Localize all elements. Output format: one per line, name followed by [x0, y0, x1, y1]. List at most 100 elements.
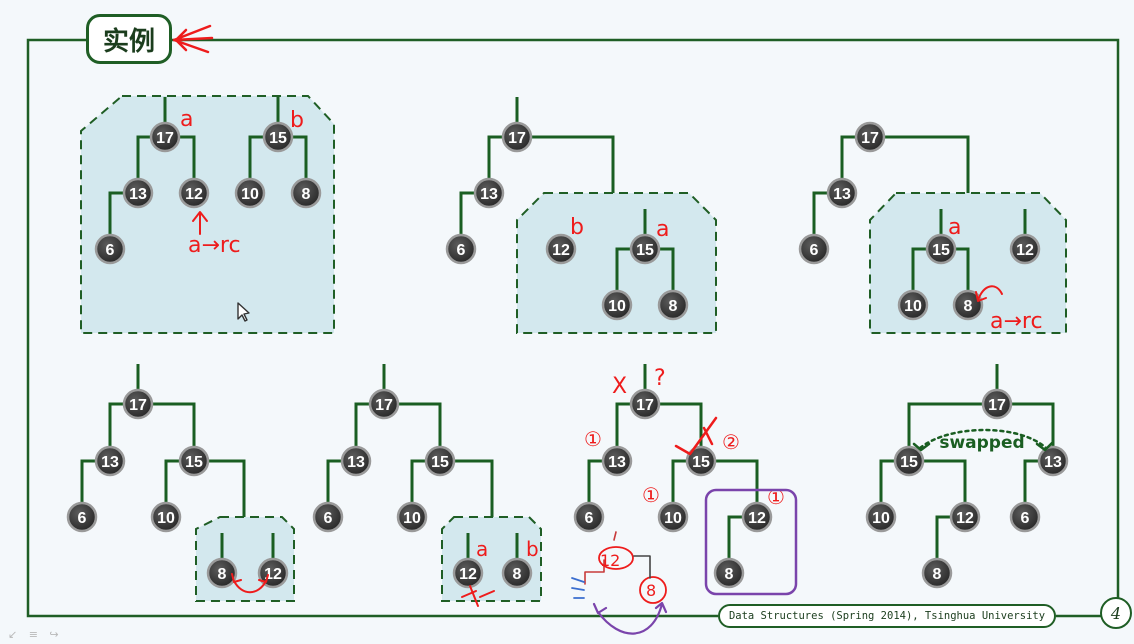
node-circle [893, 445, 925, 477]
node-key-label: 15 [900, 454, 918, 471]
node-key-label: 6 [1021, 510, 1030, 527]
page-number: 4 [1100, 597, 1132, 629]
node-key-label: 6 [78, 510, 87, 527]
node-key-label: 8 [669, 298, 678, 315]
step-6-sketch-8: 8 [646, 581, 656, 600]
step-5-label-a: a [476, 537, 488, 561]
node-circle [921, 557, 953, 589]
step-6-node-10: 10 [657, 501, 689, 533]
title-red-arrow-icon [172, 24, 214, 54]
node-circle [234, 177, 266, 209]
step-1-up-arrow-icon [192, 211, 208, 235]
node-circle [122, 177, 154, 209]
step-2-edge-to-box [517, 135, 615, 193]
slide-frame [26, 38, 1120, 618]
step-5-node-8: 8 [501, 557, 533, 589]
node-key-label: 10 [241, 186, 259, 203]
node-circle [1009, 233, 1041, 265]
node-key-label: 6 [457, 242, 466, 259]
step-1-node-13: 13 [122, 177, 154, 209]
step-1-node-15: 15 [262, 121, 294, 153]
node-key-label: 17 [988, 397, 1006, 414]
step-3-edge-to-box [870, 135, 970, 193]
node-circle [122, 388, 154, 420]
step-5-null-mark-icon [461, 585, 495, 607]
step-2-node-17: 17 [501, 121, 533, 153]
step-1-node-8: 8 [290, 177, 322, 209]
node-circle [629, 233, 661, 265]
step-2-node-6: 6 [445, 233, 477, 265]
node-key-label: 12 [956, 510, 974, 527]
step-6-edge [645, 402, 703, 461]
step-5-node-17: 17 [368, 388, 400, 420]
node-circle [657, 289, 689, 321]
node-circle [981, 388, 1013, 420]
slide-title: 实例 [86, 14, 172, 64]
node-circle [545, 233, 577, 265]
node-key-label: 8 [513, 566, 522, 583]
step-4-node-6: 6 [66, 501, 98, 533]
node-circle [262, 121, 294, 153]
step-6-sketch-8-circle [639, 576, 667, 604]
step-6-node-6: 6 [573, 501, 605, 533]
step-5-node-12: 12 [452, 557, 484, 589]
step-6-edge [701, 459, 759, 517]
step-7-node-6: 6 [1009, 501, 1041, 533]
step-3-label-a: a [948, 215, 961, 240]
node-circle [149, 121, 181, 153]
step-7-node-17: 17 [981, 388, 1013, 420]
node-circle [798, 233, 830, 265]
tree-nodes: 17 13 12 6 15 10 8 17 13 6 12 15 10 8 17 13 6 15 12 10 8 17 13… [66, 121, 1069, 589]
step-6-label-rank-13: ① [584, 427, 602, 451]
node-key-label: 12 [264, 566, 282, 583]
footer-caption: Data Structures (Spring 2014), Tsinghua … [718, 604, 1056, 628]
node-circle [501, 557, 533, 589]
node-circle [657, 501, 689, 533]
node-circle [601, 289, 633, 321]
step-6-label-rank-12: ① [767, 485, 785, 509]
node-circle [949, 501, 981, 533]
step-2-node-10: 10 [601, 289, 633, 321]
node-circle [854, 121, 886, 153]
node-circle [290, 177, 322, 209]
node-key-label: 10 [403, 510, 421, 527]
step-7-node-8: 8 [921, 557, 953, 589]
node-key-label: 10 [664, 510, 682, 527]
node-key-label: 17 [129, 397, 147, 414]
step-3-a-to-rc: a→rc [990, 309, 1043, 334]
node-key-label: 6 [810, 242, 819, 259]
node-key-label: 8 [964, 298, 973, 315]
step-7-node-15: 15 [893, 445, 925, 477]
step-5-node-6: 6 [312, 501, 344, 533]
node-key-label: 12 [1016, 242, 1034, 259]
node-circle [713, 557, 745, 589]
node-circle [952, 289, 984, 321]
slide-nav-controls[interactable]: ↙ ≡ ↪ [8, 628, 63, 641]
step-1-node-12: 12 [178, 177, 210, 209]
node-circle [206, 557, 238, 589]
step-7-edge [907, 402, 997, 461]
node-circle [150, 501, 182, 533]
node-circle [94, 233, 126, 265]
step-6-node-13: 13 [601, 445, 633, 477]
step-4-node-10: 10 [150, 501, 182, 533]
node-key-label: 15 [269, 130, 287, 147]
step-1-node-17: 17 [149, 121, 181, 153]
step-2-node-13: 13 [473, 177, 505, 209]
node-key-label: 8 [218, 566, 227, 583]
node-circle [826, 177, 858, 209]
step-4-node-8: 8 [206, 557, 238, 589]
node-key-label: 13 [833, 186, 851, 203]
node-key-label: 15 [636, 242, 654, 259]
highlight-regions [80, 95, 1067, 602]
step-6-purple-swap-arrow-icon [592, 601, 668, 635]
node-circle [1009, 501, 1041, 533]
node-key-label: 17 [375, 397, 393, 414]
node-circle [685, 445, 717, 477]
step-1-label-a: a [180, 107, 193, 132]
step-6-node-15: 15 [685, 445, 717, 477]
step-7-swap-arc [918, 428, 1048, 450]
step-5-node-10: 10 [396, 501, 428, 533]
